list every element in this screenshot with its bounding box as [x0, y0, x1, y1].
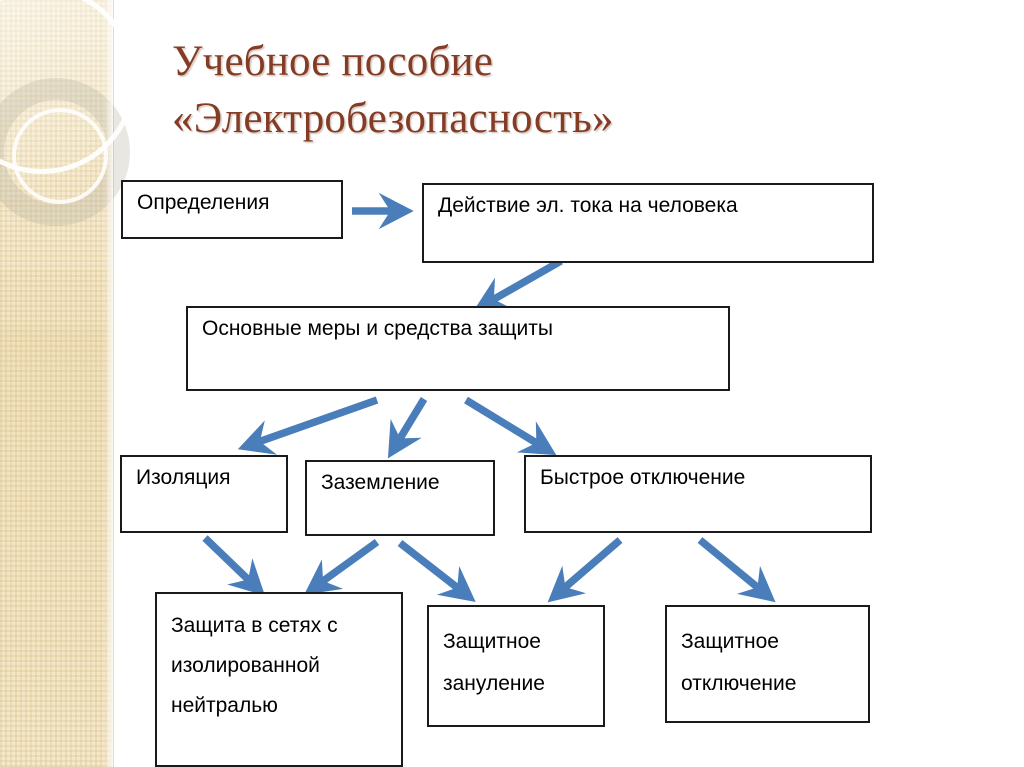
- sidebar-edge-fade: [104, 0, 113, 767]
- decorative-ring-small: [12, 108, 108, 204]
- node-isolated-neutral-protection[interactable]: Защита в сетях с изолированной нейтралью: [155, 592, 403, 767]
- node-isolation[interactable]: Изоляция: [120, 455, 288, 533]
- arrow-grounding-to-neutral: [304, 538, 380, 595]
- arrow-fastoff-to-zeroing: [547, 537, 623, 603]
- node-fast-shutdown[interactable]: Быстрое отключение: [524, 455, 872, 533]
- node-definitions[interactable]: Определения: [121, 180, 343, 239]
- node-grounding[interactable]: Заземление: [305, 460, 495, 536]
- node-protective-zeroing[interactable]: Защитное зануление: [427, 605, 605, 727]
- arrow-fastoff-to-shutdown: [697, 537, 776, 603]
- node-protective-shutdown[interactable]: Защитное отключение: [665, 605, 870, 723]
- decorative-sidebar: [0, 0, 136, 767]
- arrow-measures-to-grounding: [387, 397, 428, 459]
- arrow-measures-to-isolation: [237, 396, 379, 455]
- arrow-isolation-to-neutral: [202, 535, 266, 596]
- arrow-action-to-measures: [473, 257, 563, 311]
- node-main-measures[interactable]: Основные меры и средства защиты: [186, 306, 730, 391]
- node-action-of-current[interactable]: Действие эл. тока на человека: [422, 183, 874, 263]
- arrow-measures-to-fastoff: [464, 396, 557, 456]
- arrow-grounding-to-zeroing: [397, 540, 476, 602]
- page-title: Учебное пособие «Электробезопасность»: [172, 38, 614, 142]
